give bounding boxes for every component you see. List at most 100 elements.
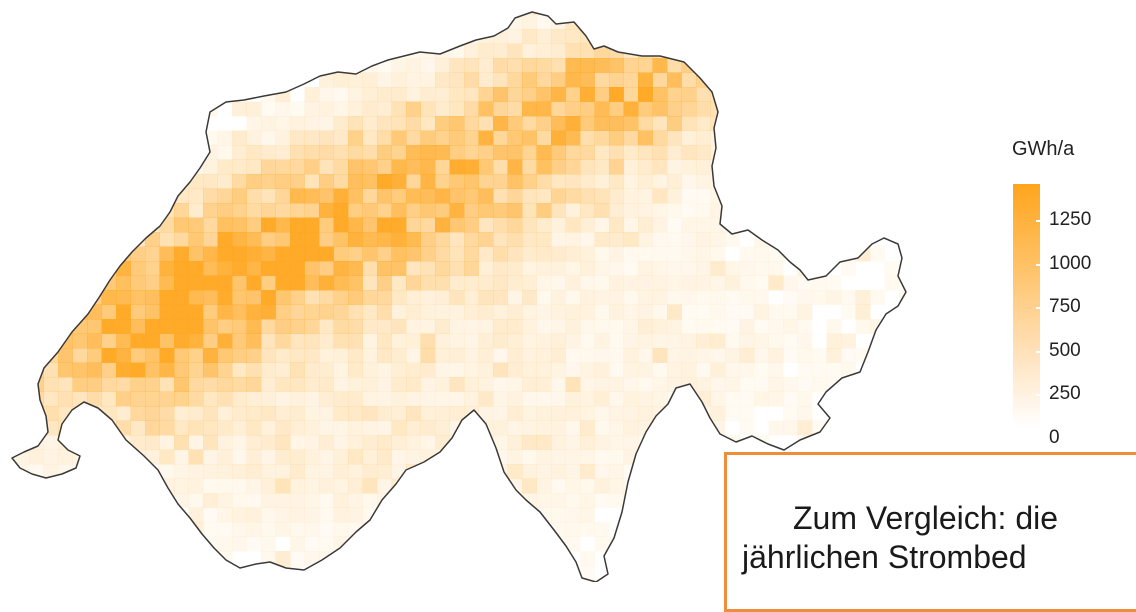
heatmap-cell xyxy=(232,435,247,450)
heatmap-cell xyxy=(87,319,102,334)
heatmap-cell xyxy=(203,261,218,276)
heatmap-cell xyxy=(797,261,813,276)
heatmap-cell xyxy=(797,130,813,146)
heatmap-cell xyxy=(667,232,682,247)
heatmap-cell xyxy=(754,101,769,117)
heatmap-cell xyxy=(348,319,363,334)
legend-label-750: 750 xyxy=(1049,296,1081,317)
heatmap-cell xyxy=(391,507,407,523)
heatmap-cell xyxy=(696,377,711,392)
heatmap-cell xyxy=(290,232,305,247)
heatmap-cell xyxy=(478,87,494,102)
heatmap-cell xyxy=(797,188,813,204)
heatmap-cell xyxy=(667,72,682,88)
heatmap-cell xyxy=(594,217,610,233)
heatmap-cell xyxy=(638,304,653,320)
heatmap-cell xyxy=(406,304,421,320)
heatmap-cell xyxy=(841,116,856,131)
heatmap-cell xyxy=(667,203,682,218)
heatmap-cell xyxy=(246,319,262,334)
heatmap-cell xyxy=(174,159,189,175)
heatmap-cell xyxy=(406,522,421,537)
heatmap-cell xyxy=(232,232,247,247)
heatmap-cell xyxy=(391,391,407,407)
heatmap-cell xyxy=(29,203,44,218)
heatmap-cell xyxy=(522,232,537,247)
heatmap-cell xyxy=(826,58,842,73)
heatmap-cell xyxy=(870,348,885,363)
heatmap-cell xyxy=(565,348,581,363)
heatmap-cell xyxy=(319,101,334,117)
heatmap-cell xyxy=(551,478,566,494)
heatmap-cell xyxy=(43,304,59,320)
heatmap-cell xyxy=(217,391,233,407)
heatmap-cell xyxy=(754,290,769,305)
heatmap-cell xyxy=(478,101,494,117)
heatmap-cell xyxy=(217,261,233,276)
heatmap-cell xyxy=(420,29,436,44)
heatmap-cell xyxy=(551,348,566,363)
heatmap-cell xyxy=(246,304,262,320)
heatmap-cell xyxy=(101,348,117,363)
heatmap-cell xyxy=(754,72,769,88)
heatmap-cell xyxy=(333,87,349,102)
heatmap-cell xyxy=(812,203,827,218)
heatmap-cell xyxy=(652,14,668,30)
heatmap-cell xyxy=(623,435,639,450)
heatmap-cell xyxy=(855,87,871,102)
heatmap-cell xyxy=(797,391,813,407)
heatmap-cell xyxy=(275,87,291,102)
heatmap-cell xyxy=(232,188,247,204)
heatmap-cell xyxy=(464,435,479,450)
heatmap-cell xyxy=(536,188,552,204)
heatmap-cell xyxy=(493,290,508,305)
heatmap-cell xyxy=(333,464,349,479)
heatmap-cell xyxy=(754,87,769,102)
heatmap-cell xyxy=(536,29,552,44)
heatmap-cell xyxy=(783,275,798,291)
heatmap-cell xyxy=(609,348,624,363)
heatmap-cell xyxy=(203,362,218,378)
heatmap-cell xyxy=(522,493,537,508)
heatmap-cell xyxy=(493,420,508,436)
heatmap-cell xyxy=(87,536,102,552)
heatmap-cell xyxy=(348,478,363,494)
heatmap-cell xyxy=(565,159,581,175)
callout-line-2: jährlichen Strombed xyxy=(742,539,1027,575)
legend-color-bar xyxy=(1013,184,1040,428)
heatmap-cell xyxy=(565,333,581,349)
heatmap-cell xyxy=(507,232,523,247)
heatmap-cell xyxy=(435,116,450,131)
heatmap-cell xyxy=(609,478,624,494)
heatmap-cell xyxy=(420,87,436,102)
heatmap-cell xyxy=(522,101,537,117)
heatmap-cell xyxy=(652,464,668,479)
heatmap-cell xyxy=(87,72,102,88)
heatmap-cell xyxy=(464,290,479,305)
heatmap-cell xyxy=(565,406,581,421)
heatmap-cell xyxy=(319,493,334,508)
heatmap-cell xyxy=(493,333,508,349)
heatmap-cell xyxy=(130,464,146,479)
heatmap-cell xyxy=(12,536,15,552)
heatmap-cell xyxy=(594,12,610,15)
heatmap-cell xyxy=(406,58,421,73)
heatmap-cell xyxy=(420,478,436,494)
heatmap-cell xyxy=(246,449,262,465)
heatmap-cell xyxy=(754,391,769,407)
heatmap-cell xyxy=(449,217,465,233)
heatmap-cell xyxy=(304,261,320,276)
heatmap-cell xyxy=(536,159,552,175)
heatmap-cell xyxy=(725,261,740,276)
heatmap-cell xyxy=(783,406,798,421)
heatmap-cell xyxy=(464,333,479,349)
heatmap-cell xyxy=(159,261,175,276)
heatmap-cell xyxy=(783,377,798,392)
heatmap-cell xyxy=(797,29,813,44)
switzerland-heatmap xyxy=(11,11,907,582)
heatmap-cell xyxy=(130,377,146,392)
heatmap-cell xyxy=(652,449,668,465)
heatmap-cell xyxy=(391,551,407,566)
heatmap-cell xyxy=(116,406,131,421)
heatmap-cell xyxy=(362,87,378,102)
